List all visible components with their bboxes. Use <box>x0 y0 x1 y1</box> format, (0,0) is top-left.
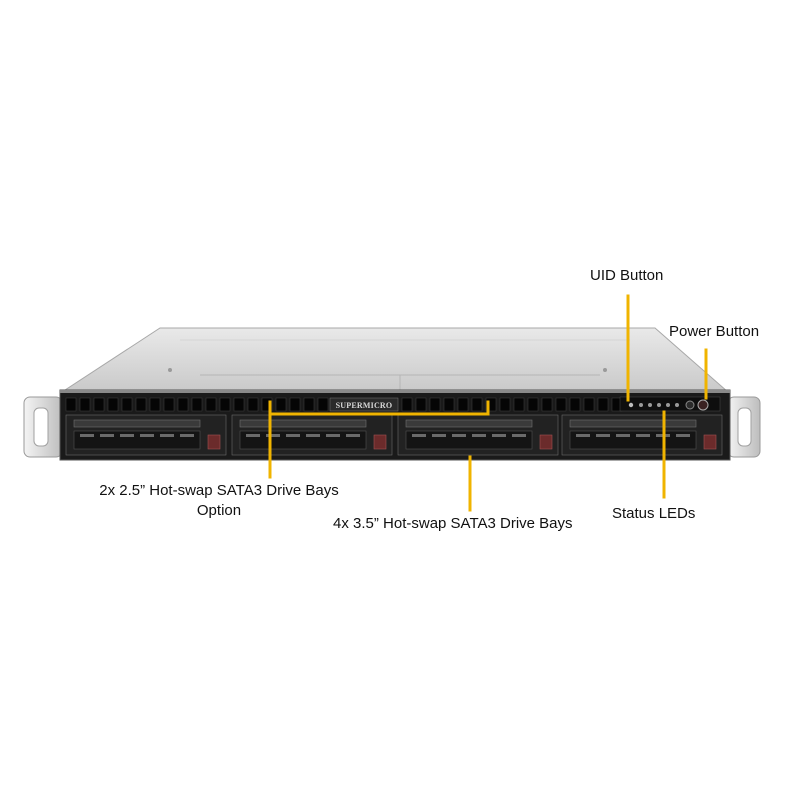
drive-bays-35-label: 4x 3.5” Hot-swap SATA3 Drive Bays <box>333 515 573 532</box>
drive-trays <box>65 414 723 456</box>
vent-slot <box>527 397 539 412</box>
control-panel <box>619 396 721 412</box>
drive-tray-slot <box>412 434 426 437</box>
vent-slot <box>79 397 91 412</box>
drive-tray-slot <box>266 434 280 437</box>
drive-tray-latch <box>539 434 553 450</box>
uid-button-icon[interactable] <box>628 402 634 408</box>
drive-tray-slot <box>596 434 610 437</box>
drive-tray-slot <box>452 434 466 437</box>
left-rack-ear <box>23 396 63 458</box>
drive-tray-slot <box>326 434 340 437</box>
vent-slot <box>275 397 287 412</box>
reset-button-icon[interactable] <box>685 400 695 410</box>
vent-slot <box>583 397 595 412</box>
drive-tray[interactable] <box>397 414 559 456</box>
bracket-25-drive-line <box>268 400 490 416</box>
vent-slot <box>149 397 161 412</box>
drive-tray-slot <box>246 434 260 437</box>
vent-slot <box>513 397 525 412</box>
drive-tray-latch <box>703 434 717 450</box>
power-button-label: Power Button <box>669 323 760 340</box>
drive-tray-grille <box>405 430 533 450</box>
vent-slot <box>597 397 609 412</box>
vent-slot <box>303 397 315 412</box>
drive-tray-latch <box>207 434 221 450</box>
drive-tray-slot <box>676 434 690 437</box>
drive-tray-slot <box>472 434 486 437</box>
drive-tray-slot <box>160 434 174 437</box>
vent-slot <box>317 397 329 412</box>
status-led-icon <box>675 403 679 407</box>
drive-tray-slot <box>346 434 360 437</box>
status-led-icon <box>648 403 652 407</box>
vent-slot <box>163 397 175 412</box>
drive-tray-slot <box>636 434 650 437</box>
drive-bays-25-line1: 2x 2.5” Hot-swap SATA3 Drive Bays <box>99 482 339 499</box>
drive-tray[interactable] <box>65 414 227 456</box>
vent-slot <box>219 397 231 412</box>
vent-slot <box>541 397 553 412</box>
vent-slot <box>429 397 441 412</box>
drive-tray-slot <box>432 434 446 437</box>
vent-slot <box>233 397 245 412</box>
drive-tray-handle <box>405 419 533 428</box>
drive-tray-latch <box>373 434 387 450</box>
status-led-icon <box>639 403 643 407</box>
drive-tray-slot <box>286 434 300 437</box>
drive-tray-grille <box>239 430 367 450</box>
vent-slot <box>485 397 497 412</box>
status-led-icon <box>666 403 670 407</box>
vent-grille <box>65 397 623 412</box>
vent-slot <box>261 397 273 412</box>
power-button-icon[interactable] <box>697 399 709 411</box>
vent-slot <box>443 397 455 412</box>
vent-slot <box>289 397 301 412</box>
svg-text:SUPERMICRO: SUPERMICRO <box>336 401 393 410</box>
vent-slot <box>121 397 133 412</box>
drive-tray-handle <box>569 419 697 428</box>
drive-tray-handle <box>73 419 201 428</box>
vent-slot <box>499 397 511 412</box>
leader-lines <box>268 294 708 512</box>
drive-bays-25-line2: Option <box>196 502 242 519</box>
drive-tray-slot <box>616 434 630 437</box>
vent-slot <box>401 397 413 412</box>
vent-slot <box>247 397 259 412</box>
vent-slot <box>205 397 217 412</box>
drive-tray-slot <box>80 434 94 437</box>
drive-bays-25-label: 2x 2.5” Hot-swap SATA3 Drive Bays Option <box>88 481 350 521</box>
vent-slot <box>471 397 483 412</box>
drive-tray-slot <box>492 434 506 437</box>
drive-tray[interactable] <box>231 414 393 456</box>
status-led-icon <box>657 403 661 407</box>
vent-slot <box>555 397 567 412</box>
vent-slot <box>415 397 427 412</box>
vent-slot <box>65 397 77 412</box>
drive-tray-grille <box>569 430 697 450</box>
vent-slot <box>135 397 147 412</box>
drive-tray-slot <box>140 434 154 437</box>
drive-tray[interactable] <box>561 414 723 456</box>
drive-tray-slot <box>100 434 114 437</box>
status-leds-label: Status LEDs <box>612 505 696 522</box>
drive-tray-slot <box>512 434 526 437</box>
vent-slot <box>93 397 105 412</box>
drive-tray-slot <box>180 434 194 437</box>
vent-slot <box>177 397 189 412</box>
uid-button-label: UID Button <box>590 267 664 284</box>
vent-slot <box>191 397 203 412</box>
drive-tray-slot <box>576 434 590 437</box>
vent-slot <box>107 397 119 412</box>
drive-tray-handle <box>239 419 367 428</box>
vent-slot <box>457 397 469 412</box>
drive-tray-slot <box>120 434 134 437</box>
drive-tray-grille <box>73 430 201 450</box>
drive-tray-slot <box>306 434 320 437</box>
right-rack-ear <box>727 396 761 458</box>
supermicro-logo: SUPERMICRO <box>329 397 399 412</box>
vent-slot <box>569 397 581 412</box>
